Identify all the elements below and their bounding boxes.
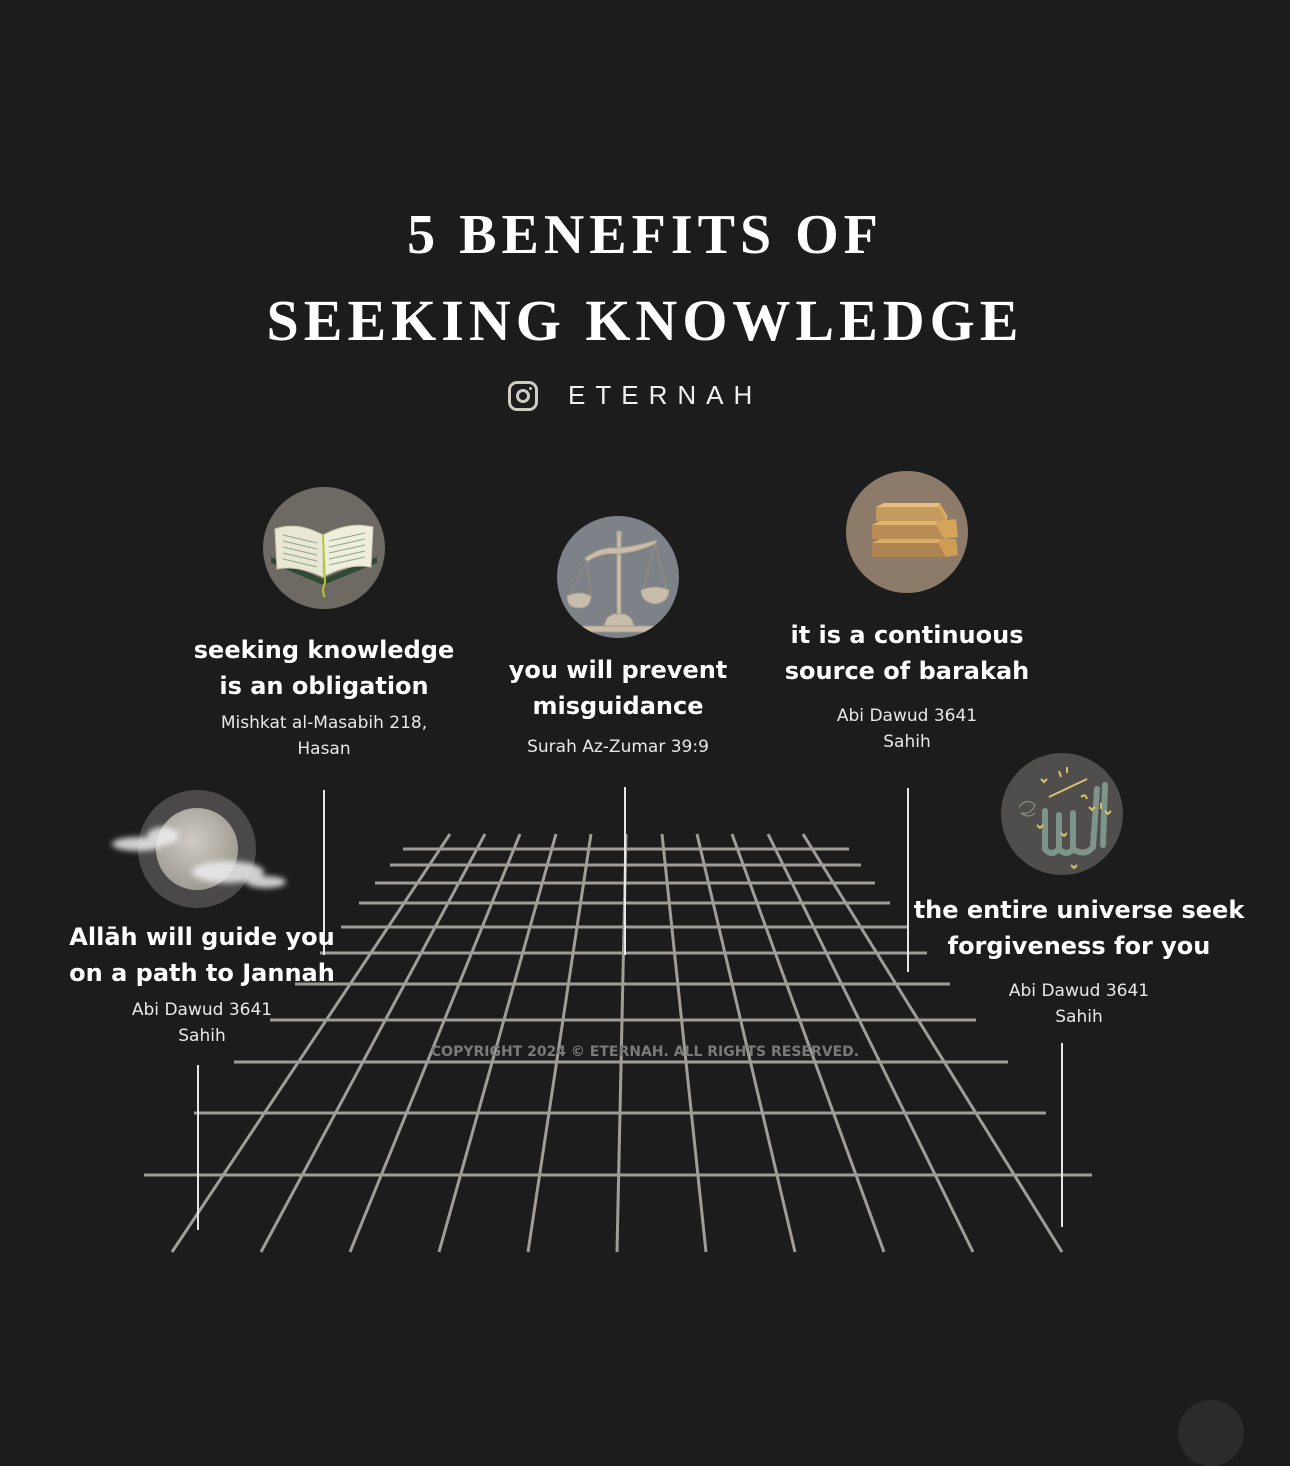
benefit-forgiveness: the entire universe seek forgiveness for…	[904, 892, 1254, 1030]
benefit-heading: misguidance	[532, 692, 704, 720]
benefit-heading: on a path to Jannah	[69, 959, 335, 987]
benefit-source: Sahih	[1055, 1007, 1103, 1027]
benefit-barakah: it is a continuous source of barakah Abi…	[757, 617, 1057, 755]
benefit-source: Abi Dawud 3641	[836, 706, 978, 726]
benefit-heading: the entire universe seek	[913, 896, 1245, 924]
benefit-heading: it is a continuous	[790, 621, 1024, 649]
scales-icon	[557, 516, 679, 638]
benefit-heading: Allāh will guide you	[69, 923, 335, 951]
carousel-next-button[interactable]	[1178, 1400, 1244, 1466]
perspective-grid	[144, 787, 1092, 1253]
benefit-heading: is an obligation	[219, 672, 429, 700]
benefit-source: Surah Az-Zumar 39:9	[527, 737, 709, 757]
benefit-jannah: Allāh will guide you on a path to Jannah…	[52, 919, 352, 1049]
moon-clouds-icon	[108, 788, 292, 910]
page-title-line1: 5 BENEFITS OF	[407, 204, 883, 266]
brand-name: ETERNAH	[568, 380, 763, 410]
benefit-source: Abi Dawud 3641	[131, 1000, 273, 1020]
benefit-heading: seeking knowledge	[193, 636, 455, 664]
benefit-misguidance: you will prevent misguidance Surah Az-Zu…	[468, 652, 768, 760]
open-book-icon	[263, 487, 385, 609]
benefit-source: Abi Dawud 3641	[1008, 981, 1150, 1001]
gold-bars-icon	[846, 471, 968, 593]
allah-calligraphy-icon	[1001, 753, 1123, 875]
benefit-source: Mishkat al-Masabih 218,	[220, 713, 428, 733]
benefit-heading: forgiveness for you	[947, 932, 1211, 960]
instagram-icon	[508, 380, 538, 411]
benefit-heading: you will prevent	[508, 656, 728, 684]
benefit-source: Sahih	[178, 1026, 226, 1046]
benefit-source: Hasan	[297, 739, 351, 759]
benefit-heading: source of barakah	[784, 657, 1030, 685]
brand: ETERNAH	[508, 380, 762, 411]
page-title-line2: SEEKING KNOWLEDGE	[266, 288, 1024, 353]
copyright-watermark: COPYRIGHT 2024 © ETERNAH. ALL RIGHTS RES…	[430, 1044, 860, 1060]
benefit-source: Sahih	[883, 732, 931, 752]
benefit-obligation: seeking knowledge is an obligation Mishk…	[174, 632, 474, 762]
